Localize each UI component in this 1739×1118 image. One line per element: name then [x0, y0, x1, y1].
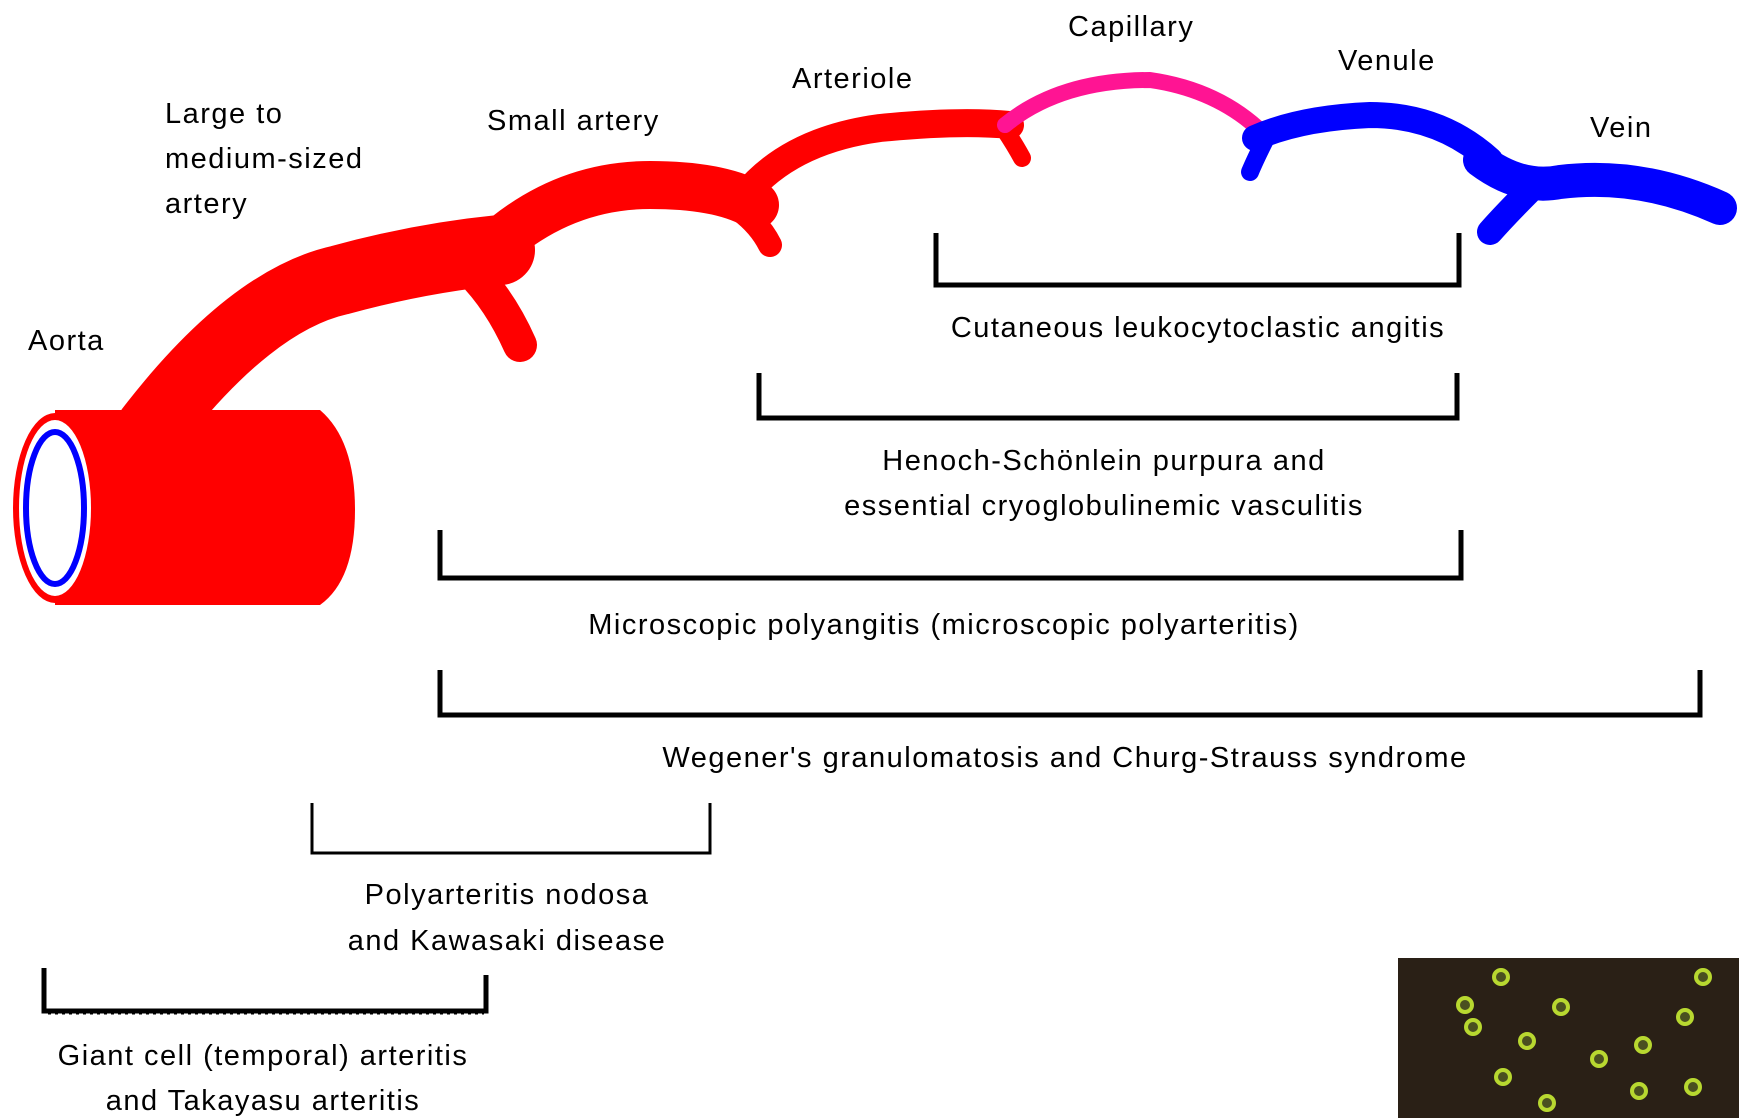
bracket-cutaneous [936, 233, 1459, 285]
venule-vessel [1255, 115, 1490, 160]
label-giant-cell-line2: and Takayasu arteritis [106, 1085, 421, 1117]
micrograph-cell [1684, 1078, 1702, 1096]
micrograph-cell [1552, 998, 1570, 1016]
micrograph-cell [1676, 1008, 1694, 1026]
label-wegener: Wegener's granulomatosis and Churg-Strau… [662, 742, 1467, 774]
label-polyarteritis-line2: and Kawasaki disease [348, 925, 667, 957]
aorta-body [55, 410, 355, 605]
micrograph-cell [1538, 1094, 1556, 1112]
label-giant-cell-line1: Giant cell (temporal) arteritis [58, 1040, 469, 1072]
label-large-medium-line1: Large to [165, 98, 283, 130]
bracket-wegener [440, 670, 1700, 715]
label-arteriole: Arteriole [792, 63, 914, 95]
fluorescence-micrograph-image [1398, 958, 1739, 1118]
micrograph-cell [1464, 1018, 1482, 1036]
label-aorta: Aorta [28, 325, 105, 357]
label-vein: Vein [1590, 112, 1652, 144]
micrograph-cell [1630, 1082, 1648, 1100]
vein-branch [1490, 190, 1530, 232]
micrograph-cell [1590, 1050, 1608, 1068]
capillary-vessel [1005, 80, 1265, 135]
small-artery-vessel [490, 185, 755, 250]
micrograph-cell [1494, 1068, 1512, 1086]
label-large-medium-line3: artery [165, 188, 248, 220]
arteriole-vessel [745, 123, 1010, 195]
micrograph-cell [1694, 968, 1712, 986]
bracket-henoch [759, 373, 1457, 418]
bracket-microscopic [440, 530, 1461, 578]
micrograph-cell [1456, 996, 1474, 1014]
label-capillary: Capillary [1068, 11, 1194, 43]
bracket-polyarteritis [312, 803, 710, 853]
micrograph-cell [1634, 1036, 1652, 1054]
label-henoch-line1: Henoch-Schönlein purpura and [882, 445, 1325, 477]
aorta-end-wall [19, 420, 91, 596]
bracket-giant-cell [44, 968, 486, 1011]
label-cutaneous: Cutaneous leukocytoclastic angitis [951, 312, 1445, 344]
label-henoch-line2: essential cryoglobulinemic vasculitis [844, 490, 1364, 522]
label-microscopic: Microscopic polyangitis (microscopic pol… [588, 609, 1299, 641]
label-venule: Venule [1338, 45, 1436, 77]
label-small-artery: Small artery [487, 105, 660, 137]
micrograph-cell [1518, 1032, 1536, 1050]
large-artery [150, 250, 500, 430]
label-polyarteritis-line1: Polyarteritis nodosa [365, 879, 650, 911]
micrograph-cell [1492, 968, 1510, 986]
label-large-medium-line2: medium-sized [165, 143, 364, 175]
